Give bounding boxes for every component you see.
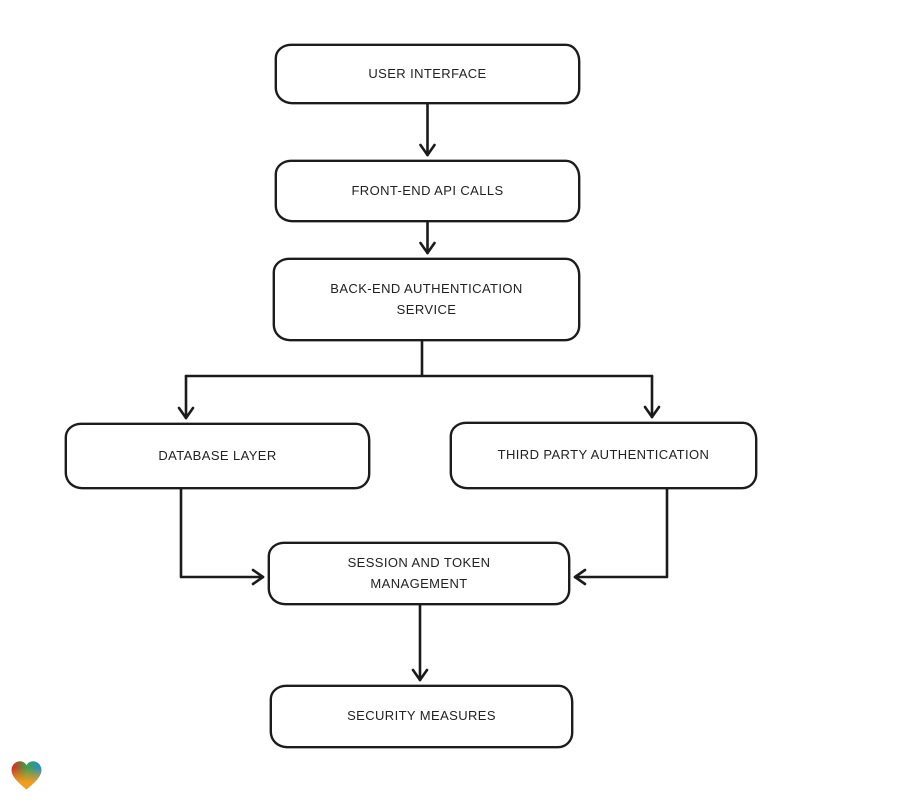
node-front-end-api-calls-label: FRONT-END API CALLS	[351, 182, 504, 198]
node-user-interface[interactable]: USER INTERFACE	[275, 44, 580, 104]
node-security-measures[interactable]: SECURITY MEASURES	[270, 685, 573, 748]
node-user-interface-label: USER INTERFACE	[368, 65, 487, 81]
node-back-end-authentication-service-label: BACK-END AUTHENTICATION SERVICE	[330, 281, 523, 317]
edge-back-end-split-trunk	[184, 339, 654, 378]
node-session-and-token-management-label: SESSION AND TOKEN MANAGEMENT	[347, 555, 491, 591]
node-third-party-authentication[interactable]: THIRD PARTY AUTHENTICATION	[450, 422, 757, 489]
node-front-end-api-calls[interactable]: FRONT-END API CALLS	[275, 160, 580, 222]
edge-third-party-to-session	[573, 487, 669, 586]
node-third-party-authentication-label: THIRD PARTY AUTHENTICATION	[497, 447, 710, 463]
node-session-and-token-management[interactable]: SESSION AND TOKEN MANAGEMENT	[268, 542, 570, 605]
edge-database-to-session	[179, 487, 265, 586]
node-back-end-authentication-service[interactable]: BACK-END AUTHENTICATION SERVICE	[273, 258, 580, 341]
heart-icon	[11, 761, 42, 790]
node-database-layer-label: DATABASE LAYER	[158, 447, 277, 463]
watermark-logo[interactable]	[10, 760, 43, 791]
node-security-measures-label: SECURITY MEASURES	[347, 708, 496, 724]
node-database-layer[interactable]: DATABASE LAYER	[65, 423, 370, 489]
